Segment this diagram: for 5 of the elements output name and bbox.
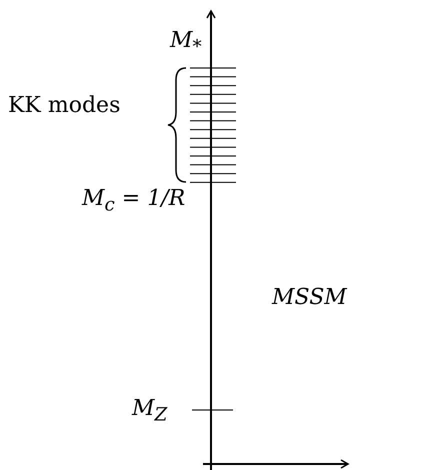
scale-label: M$_{Z}$: [132, 398, 168, 425]
scale-label: M$_{*}$: [170, 30, 202, 57]
brace-label: KK modes: [8, 95, 120, 117]
scale-label: M$_{c}$ = 1/R: [82, 188, 186, 215]
region-label: MSSM: [272, 287, 347, 309]
